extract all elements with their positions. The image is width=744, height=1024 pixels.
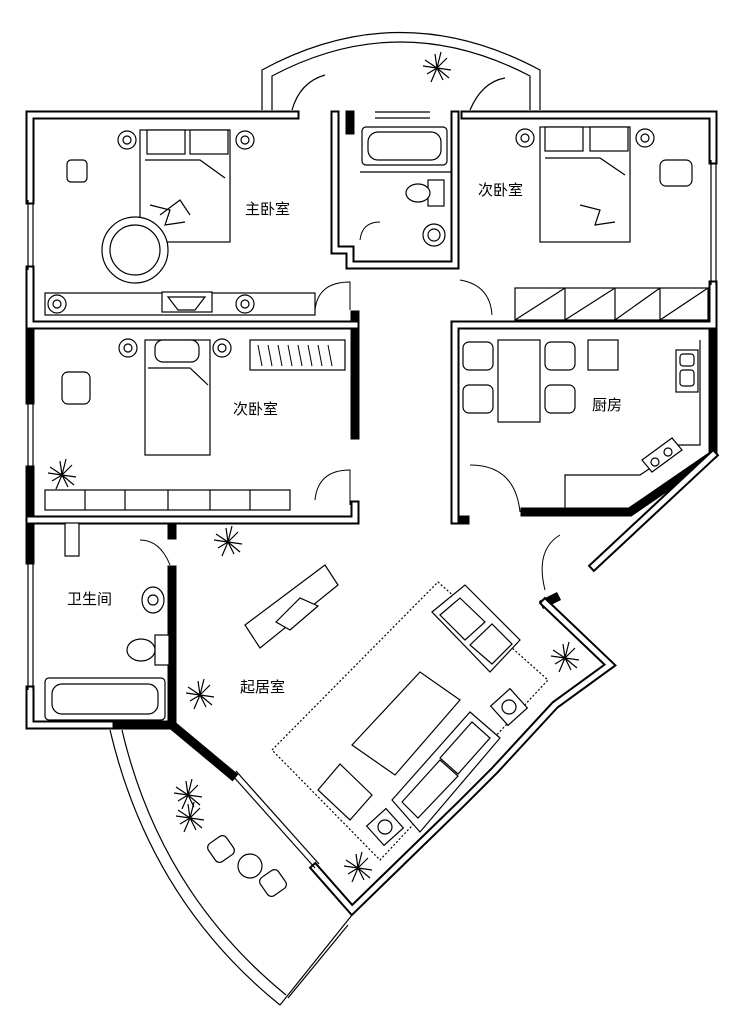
kitchen-label: 厨房 — [592, 396, 622, 414]
bathroom-fixtures — [44, 522, 170, 721]
west-bedroom-hanger-rail — [257, 344, 333, 367]
living-room-furniture — [244, 564, 549, 861]
bathroom-label: 卫生间 — [67, 590, 112, 608]
plant-icon — [343, 851, 373, 883]
upper-toilet-fixtures — [360, 126, 452, 247]
windows — [27, 111, 717, 869]
north-balcony — [261, 31, 541, 111]
northeast-bedroom-furniture — [514, 126, 709, 321]
kitchen-furniture — [462, 339, 701, 510]
southwest-balcony — [109, 729, 353, 1006]
plant-icon — [550, 641, 580, 673]
plant-icon — [47, 458, 77, 490]
plant-icon — [173, 778, 203, 810]
plant-icon — [175, 801, 205, 833]
master-bedroom-label: 主卧室 — [245, 200, 290, 218]
west-bedroom-furniture — [44, 338, 346, 511]
plant-icon — [213, 525, 243, 557]
living-room-label: 起居室 — [240, 678, 285, 696]
walls-inner — [27, 112, 717, 914]
plant-icons — [47, 51, 580, 883]
west-bedroom-label: 次卧室 — [233, 400, 278, 418]
doors — [139, 221, 561, 591]
balcony-furniture — [207, 835, 287, 897]
master-bedroom-furniture — [44, 129, 316, 316]
plant-icon — [422, 51, 452, 83]
northeast-bedroom-label: 次卧室 — [478, 181, 523, 199]
plant-icon — [185, 678, 215, 710]
